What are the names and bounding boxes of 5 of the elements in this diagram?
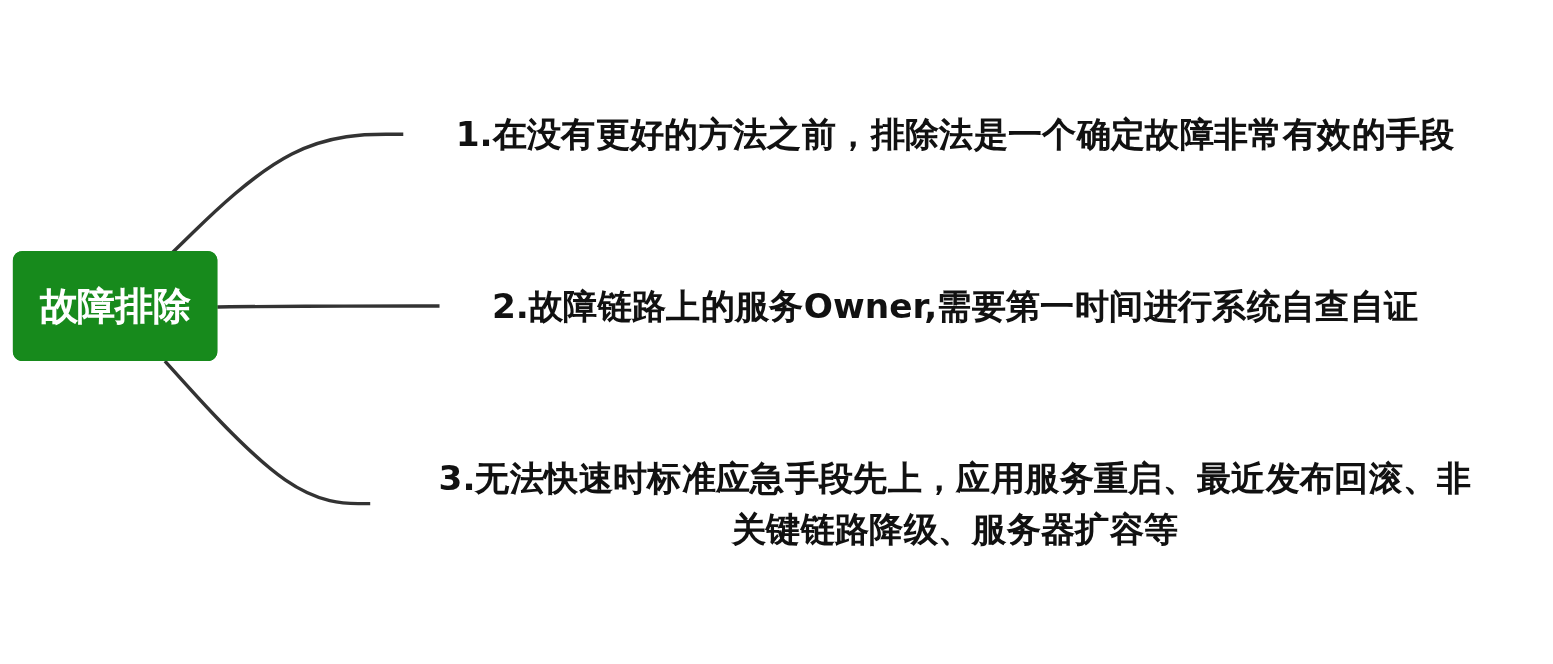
connector (217, 304, 441, 309)
connector (163, 360, 372, 506)
node-text: 3.无法快速时标准应急手段先上，应用服务重启、最近发布回滚、非关键链路降级、服务器扩容等 (438, 457, 1472, 551)
node-text: 2.故障链路上的服务Owner,需要第一时间进行系统自查自证 (491, 285, 1419, 327)
node-text: 1.在没有更好的方法之前，排除法是一个确定故障非常有效的手段 (455, 113, 1455, 156)
